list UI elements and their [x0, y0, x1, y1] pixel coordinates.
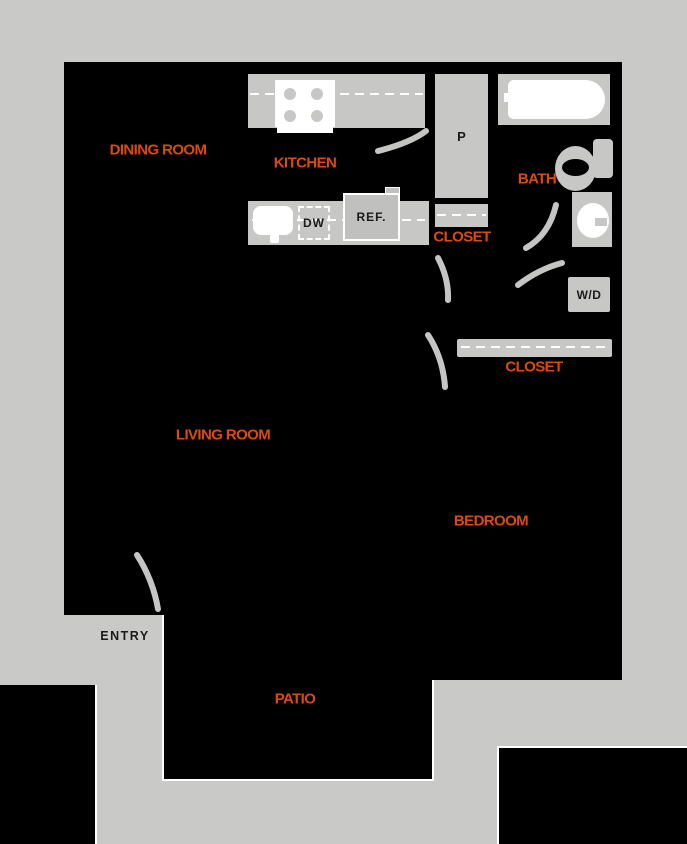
- dishwasher-box: DW: [298, 206, 330, 240]
- stove-icon: [275, 80, 335, 127]
- room-label-dining-room: DINING ROOM: [109, 141, 207, 159]
- room-label-bath: BATH: [517, 170, 557, 188]
- apartment-body: [64, 62, 622, 615]
- pantry-box: P: [435, 74, 488, 198]
- refrigerator-label: REF.: [356, 210, 387, 224]
- dishwasher-label: DW: [303, 216, 325, 230]
- refrigerator-box: REF.: [343, 193, 400, 241]
- room-label-hall-closet: CLOSET: [433, 228, 491, 246]
- washer-dryer-label: W/D: [576, 287, 602, 302]
- toilet-bowl-opening: [562, 159, 589, 176]
- room-label-kitchen: KITCHEN: [273, 154, 337, 172]
- counter-top-dash-line: [250, 93, 423, 95]
- bedroom-closet-shelf: [457, 339, 612, 357]
- counter-bottom-dash-line: [252, 219, 425, 221]
- toilet-tank: [593, 139, 613, 178]
- bedroom-lower-area: [434, 615, 622, 680]
- bathtub-icon: [508, 80, 605, 119]
- patio-right-outline: [432, 680, 434, 781]
- room-label-bedroom-closet: CLOSET: [505, 358, 563, 376]
- room-label-living-room: LIVING ROOM: [175, 426, 271, 444]
- stove-lip: [277, 127, 333, 133]
- washer-dryer-box: W/D: [568, 277, 610, 312]
- stove-burner-icon: [284, 110, 296, 122]
- stove-burner-icon: [284, 88, 296, 100]
- neighbor-block-bottom-left: [0, 685, 97, 844]
- bedroom-closet-rod-dash: [461, 346, 608, 348]
- pantry-label: P: [457, 128, 466, 144]
- bathtub-faucet-icon: [504, 93, 520, 102]
- room-label-bedroom: BEDROOM: [453, 512, 529, 530]
- hall-closet-rod-dash: [437, 214, 486, 216]
- stove-burner-icon: [311, 88, 323, 100]
- neighbor-block-bottom-right: [497, 746, 687, 844]
- room-label-patio: PATIO: [274, 690, 316, 708]
- vanity-faucet-icon: [595, 218, 607, 226]
- patio-area: [162, 615, 434, 781]
- stove-burner-icon: [311, 110, 323, 122]
- entry-label: ENTRY: [100, 628, 150, 643]
- kitchen-sink-faucet-icon: [270, 227, 279, 243]
